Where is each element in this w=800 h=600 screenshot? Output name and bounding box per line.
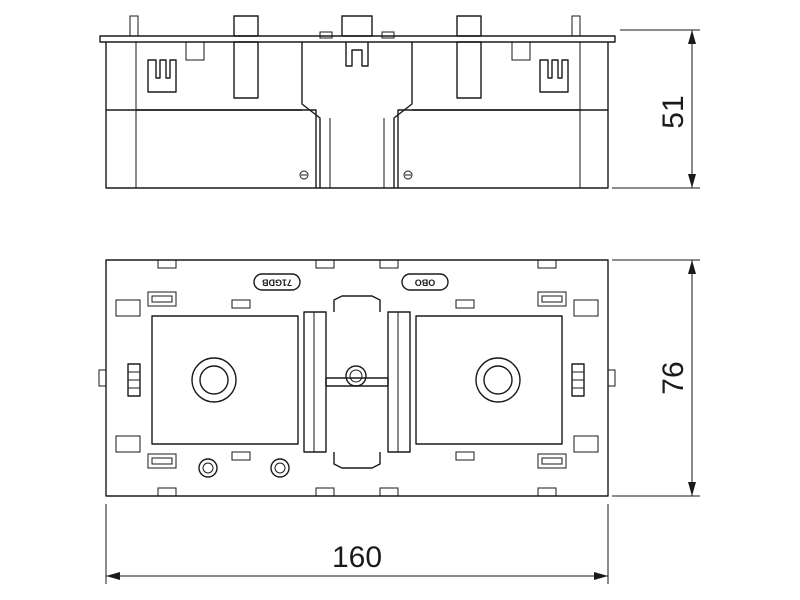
- top-view: [98, 259, 700, 584]
- depth-dimension-label: 76: [657, 361, 690, 394]
- side-view: [99, 15, 700, 189]
- model-marking: 71GDB: [261, 278, 292, 288]
- width-dimension-label: 160: [332, 541, 382, 574]
- height-dimension-label: 51: [657, 95, 690, 128]
- brand-marking: OBO: [415, 278, 436, 288]
